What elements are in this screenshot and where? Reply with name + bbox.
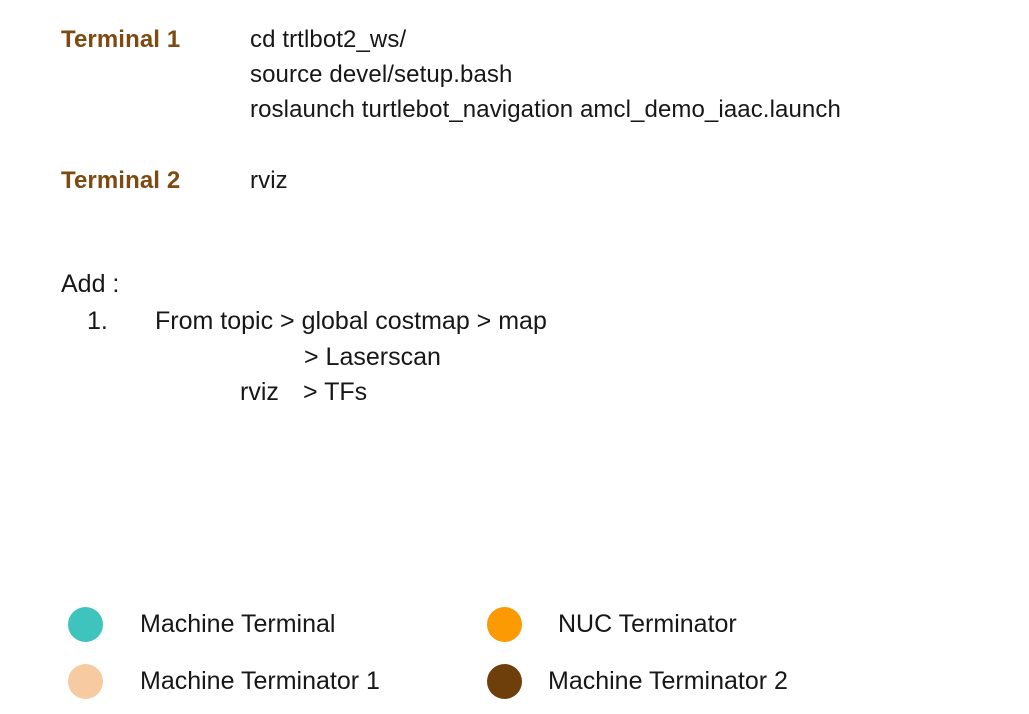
terminal-1-command-line-1: cd trtlbot2_ws/	[250, 26, 407, 53]
legend-label-nuc-terminator: NUC Terminator	[558, 610, 737, 638]
add-section-rviz-label: rviz	[240, 378, 279, 406]
terminal-1-command-line-3: roslaunch turtlebot_navigation amcl_demo…	[250, 96, 841, 123]
legend-dot-machine-terminal	[68, 607, 103, 642]
terminal-1-command-line-2: source devel/setup.bash	[250, 61, 513, 88]
legend-label-machine-terminal: Machine Terminal	[140, 610, 336, 638]
legend-dot-machine-terminator-1	[68, 664, 103, 699]
add-section-line-1: From topic > global costmap > map	[155, 307, 547, 335]
terminal-1-label: Terminal 1	[61, 26, 181, 53]
add-section-title: Add :	[61, 270, 120, 298]
add-section-line-3: > TFs	[303, 378, 368, 406]
legend-dot-machine-terminator-2	[487, 664, 522, 699]
legend-label-machine-terminator-1: Machine Terminator 1	[140, 667, 380, 695]
legend-label-machine-terminator-2: Machine Terminator 2	[548, 667, 788, 695]
terminal-2-label: Terminal 2	[61, 167, 181, 194]
add-section-item-number: 1.	[87, 307, 108, 335]
add-section-line-2: > Laserscan	[304, 343, 441, 371]
terminal-2-command-line-1: rviz	[250, 167, 288, 194]
legend-dot-nuc-terminator	[487, 607, 522, 642]
